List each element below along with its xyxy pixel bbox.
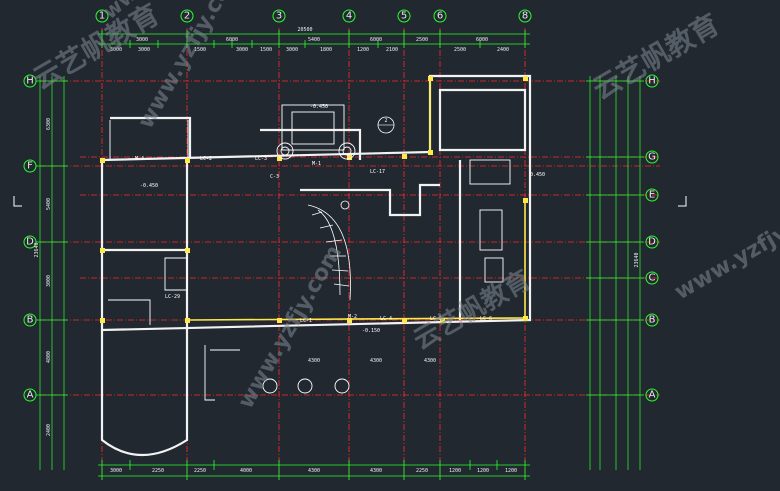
dim-top-5: 2500 xyxy=(416,37,428,43)
dim-left-1: 6300 xyxy=(46,118,52,130)
tag-lc4: LC-4 xyxy=(380,316,392,322)
porch-columns xyxy=(262,142,356,394)
tag-lc5: LC-5 xyxy=(430,316,442,322)
dim-bottom-1: 3000 xyxy=(110,468,122,474)
dimension-ticks xyxy=(36,30,644,480)
dim-bottom-6: 4300 xyxy=(370,468,382,474)
tag-lc1: LC-1 xyxy=(300,318,312,324)
dim-top2-1: 3000 xyxy=(110,47,122,53)
dim-bottom-10: 1200 xyxy=(505,468,517,474)
dim-top2-3: 1500 xyxy=(194,47,206,53)
axis-label-top-2: 2 xyxy=(184,11,190,22)
axis-label-top-4: 4 xyxy=(346,11,352,22)
watermark-6: www.yzfjy.com xyxy=(671,192,780,306)
dim-bottom-7: 2250 xyxy=(416,468,428,474)
tag-m4: M-4 xyxy=(135,156,144,162)
axis-label-top-3: 3 xyxy=(276,11,282,22)
axis-label-right-b: B xyxy=(649,315,656,326)
elevation-marks: -0.450 -0.150 0.450 -0.450 xyxy=(140,104,545,334)
dim-bottom-4: 4000 xyxy=(240,468,252,474)
dim-top-2: 6000 xyxy=(226,37,238,43)
dim-top-total: 20500 xyxy=(297,27,312,33)
dim-left-3: 3000 xyxy=(46,275,52,287)
tag-lc3: LC-3 xyxy=(255,156,267,162)
yellow-beams xyxy=(189,76,526,321)
dim-bottom-2: 2250 xyxy=(152,468,164,474)
dim-bottom-9: 1200 xyxy=(477,468,489,474)
section-mark: 2 xyxy=(377,116,395,134)
dim-top2-6: 3000 xyxy=(286,47,298,53)
tag-lc6: LC-6 xyxy=(480,316,492,322)
dim-right-total: 23640 xyxy=(634,252,640,267)
tag-lc2: LC-2 xyxy=(200,156,212,162)
axis-label-left-h: H xyxy=(26,76,34,87)
tag-m2: M-2 xyxy=(348,314,357,320)
axis-label-right-h: H xyxy=(648,76,656,87)
tag-lc17: LC-17 xyxy=(370,169,385,175)
dim-top2-5: 1500 xyxy=(260,47,272,53)
dim-top-4: 6000 xyxy=(370,37,382,43)
watermark-2: 云艺帆教育 xyxy=(587,7,725,106)
left-axis-bubbles xyxy=(23,74,37,402)
tag-lc29: LC-29 xyxy=(165,294,180,300)
top-dimension-texts: 20500 3000 6000 5400 6000 2500 6000 3000… xyxy=(110,27,509,53)
top-axis-labels: 1 2 3 4 5 6 8 xyxy=(99,11,528,22)
axis-label-right-g: G xyxy=(648,152,656,163)
axis-label-right-a: A xyxy=(649,390,656,401)
elev-right: 0.450 xyxy=(530,172,545,178)
dim-top2-7: 1800 xyxy=(320,47,332,53)
window-door-tags: M-1 M-2 LC-1 LC-2 LC-3 LC-4 LC-5 LC-6 LC… xyxy=(135,156,492,324)
bottom-dimension-texts: 3000 2250 2250 4000 4300 4300 2250 1200 … xyxy=(110,358,517,474)
dimension-lines xyxy=(39,33,641,477)
axis-label-left-f: F xyxy=(27,161,33,172)
watermark-3: 云艺帆教育 xyxy=(408,264,536,356)
axis-label-top-8: 8 xyxy=(522,11,528,22)
dim-bottom-5: 4300 xyxy=(308,468,320,474)
dim-top2-11: 2400 xyxy=(497,47,509,53)
tag-c3: C-3 xyxy=(270,174,279,180)
axis-label-right-c: C xyxy=(649,273,656,284)
elev-front: -0.150 xyxy=(362,328,380,334)
dim-top-1: 3000 xyxy=(136,37,148,43)
axis-label-right-e: E xyxy=(649,190,655,201)
dim-left-total: 23640 xyxy=(34,242,40,257)
dim-top2-9: 2100 xyxy=(386,47,398,53)
thin-partitions xyxy=(108,104,511,401)
dim-top-3: 5400 xyxy=(308,37,320,43)
corner-marks xyxy=(13,196,687,207)
dim-top-6: 6000 xyxy=(476,37,488,43)
right-axis-bubbles xyxy=(645,74,659,402)
spiral-staircase xyxy=(307,200,351,301)
axis-label-left-d: D xyxy=(26,237,34,248)
dim-top2-2: 3000 xyxy=(138,47,150,53)
dim-top2-10: 2500 xyxy=(454,47,466,53)
elev-entry: -0.450 xyxy=(310,104,328,110)
tag-m1: M-1 xyxy=(312,161,321,167)
dim-top2-4: 3000 xyxy=(236,47,248,53)
dim-left-4: 4800 xyxy=(46,351,52,363)
elev-left: -0.450 xyxy=(140,183,158,189)
red-axis-grid xyxy=(40,28,660,480)
top-axis-bubbles xyxy=(95,9,532,23)
dim-bottom-8: 1200 xyxy=(449,468,461,474)
axis-label-top-1: 1 xyxy=(99,11,105,22)
right-axis-labels: H G E D C B A xyxy=(648,76,656,401)
dim-left-5: 2400 xyxy=(46,424,52,436)
grid-note-1: 4300 xyxy=(308,358,320,364)
side-dimension-texts: 23640 6300 5400 3000 4800 2400 23640 xyxy=(34,118,640,436)
axis-label-top-6: 6 xyxy=(437,11,443,22)
axis-label-right-d: D xyxy=(648,237,656,248)
grid-note-3: 4300 xyxy=(424,358,436,364)
grid-note-2: 4300 xyxy=(370,358,382,364)
section-mark-number: 2 xyxy=(384,118,387,124)
dim-top2-8: 1200 xyxy=(357,47,369,53)
axis-label-top-5: 5 xyxy=(401,11,407,22)
dim-bottom-3: 2250 xyxy=(194,468,206,474)
axis-label-left-a: A xyxy=(27,390,34,401)
dim-left-2: 5400 xyxy=(46,198,52,210)
watermarks: 云艺帆教育 云艺帆教育 云艺帆教育 www.yzfjy.com www.yzfj… xyxy=(27,0,780,413)
left-axis-labels: H F D B A xyxy=(26,76,34,401)
axis-label-left-b: B xyxy=(27,315,34,326)
